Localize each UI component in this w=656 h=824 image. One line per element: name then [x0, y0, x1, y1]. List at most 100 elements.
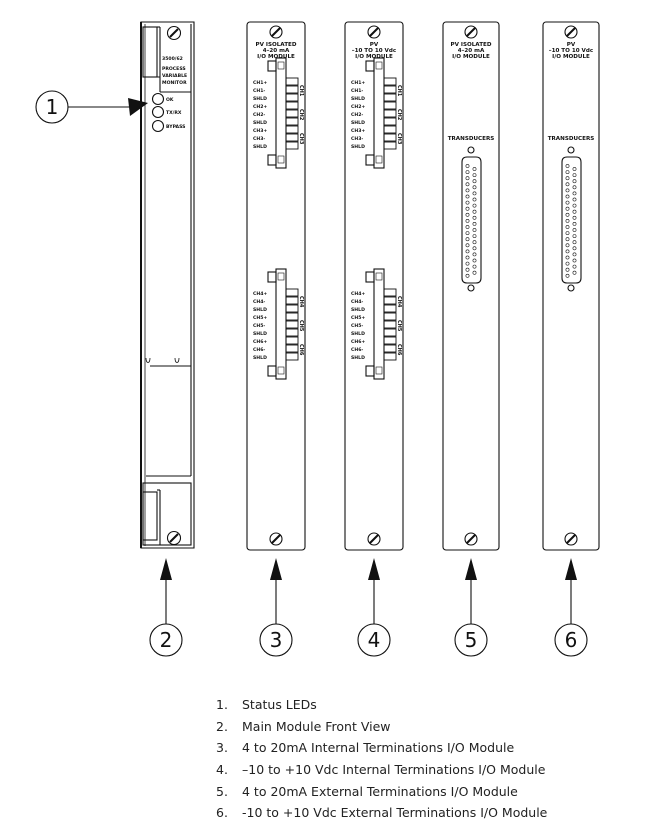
legend-number: 4. — [216, 762, 228, 778]
bypass-led — [151, 119, 165, 133]
module-diagram: 3500/62 PROCESS VARIABLE MONITOR OK TX/R… — [35, 21, 600, 657]
connector-pin — [472, 228, 477, 232]
module-4-pin: SHLD — [351, 120, 365, 126]
connector-pin — [565, 237, 570, 242]
module-4-pin: CH4- — [351, 299, 363, 305]
connector-pin — [572, 234, 577, 239]
connector-pin — [572, 215, 577, 220]
connector-pin — [472, 264, 477, 269]
legend-number: 5. — [216, 783, 228, 799]
module-4-pin: CH5- — [351, 323, 363, 329]
connector-pin — [572, 197, 577, 202]
module-6-header-3: I/O MODULE — [552, 54, 590, 60]
module-4-pin: CH1- — [351, 88, 363, 94]
callout-number-1: 1 — [46, 95, 59, 119]
connector-pin — [472, 215, 477, 220]
module-3-pin: SHLD — [253, 120, 267, 126]
main-module-title-1: PROCESS — [162, 66, 186, 72]
module-4-pin: CH2- — [351, 112, 363, 118]
connector-pin — [565, 267, 570, 272]
callout-number-2: 2 — [160, 628, 173, 652]
module-4-side: CH5 — [396, 320, 402, 332]
led-label-tx-rx: TX/RX — [166, 110, 182, 116]
connector-pin — [472, 173, 477, 178]
legend-text: Main Module Front View — [242, 718, 391, 734]
legend-item: 1. Status LEDs — [216, 694, 646, 716]
legend-text: -10 to +10 Vdc External Terminations I/O… — [242, 805, 548, 821]
connector-pin — [465, 182, 470, 187]
connector-pin — [472, 203, 477, 208]
connector-pin — [465, 176, 470, 181]
connector-pin — [472, 234, 477, 239]
connector-pin — [572, 173, 577, 178]
connector-pin — [472, 185, 477, 190]
legend-number: 3. — [216, 740, 228, 756]
connector-pin — [565, 200, 570, 205]
connector-pin — [565, 225, 570, 229]
module-5-header-3: I/O MODULE — [452, 54, 490, 60]
connector-pin — [472, 167, 477, 171]
connector-pin — [472, 246, 477, 251]
connector-pin — [465, 237, 470, 242]
module-4-header-2: –10 TO 10 Vdc — [352, 48, 396, 54]
transducer-connector — [461, 156, 482, 284]
callout-6 — [554, 558, 588, 657]
main-module-model: 3500/62 — [162, 56, 183, 62]
legend-item: 3. 4 to 20mA Internal Terminations I/O M… — [216, 737, 646, 759]
module-4-pin: SHLD — [351, 355, 365, 361]
connector-pin — [565, 231, 570, 236]
legend-text: –10 to +10 Vdc Internal Terminations I/O… — [242, 762, 546, 778]
connector-pin — [472, 221, 477, 226]
connector-pin — [572, 228, 577, 232]
module-4-pin: CH6- — [351, 347, 363, 353]
module-4-side: CH6 — [396, 344, 402, 356]
legend-item: 6. -10 to +10 Vdc External Terminations … — [216, 802, 646, 824]
legend-item: 4. –10 to +10 Vdc Internal Terminations … — [216, 759, 646, 781]
connector-pin — [465, 200, 470, 205]
connector-pin — [472, 270, 477, 275]
module-3-pin: CH3+ — [253, 128, 267, 134]
connector-pin — [565, 170, 570, 175]
module-4-pin: SHLD — [351, 307, 365, 313]
connector-pin — [572, 191, 577, 196]
module-4-pin: SHLD — [351, 331, 365, 337]
connector-pin — [565, 255, 570, 260]
module-3-pin: CH5+ — [253, 315, 267, 321]
led-label-bypass: BYPASS — [166, 124, 186, 130]
legend-text: Status LEDs — [242, 697, 317, 713]
module-3-pin: SHLD — [253, 331, 267, 337]
module-3-side: CH4 — [298, 296, 304, 308]
module-5-header-1: PV ISOLATED — [451, 42, 492, 48]
tx-rx-led — [151, 105, 165, 119]
connector-pin — [465, 206, 470, 211]
connector-pin — [565, 273, 570, 278]
module-3-pin: CH5- — [253, 323, 265, 329]
module-3-side: CH2 — [298, 109, 304, 121]
connector-pin — [472, 209, 477, 214]
connector-pin — [565, 176, 570, 181]
module-5-connector-label: TRANSDUCERS — [448, 136, 495, 142]
connector-pin — [465, 188, 470, 193]
callout-number-5: 5 — [465, 628, 478, 652]
module-3-pin: CH4+ — [253, 291, 267, 297]
ok-led — [151, 92, 165, 106]
connector-pin — [472, 240, 477, 245]
legend-item: 2. Main Module Front View — [216, 716, 646, 738]
connector-pin — [565, 182, 570, 187]
module-5-header-2: 4–20 mA — [458, 48, 485, 54]
module-3-header-2: 4–20 mA — [263, 48, 290, 54]
transducer-connector — [561, 156, 582, 284]
connector-pin — [472, 197, 477, 202]
module-4-pin: CH4+ — [351, 291, 365, 297]
callout-2 — [149, 558, 183, 657]
module-3-side: CH3 — [298, 133, 304, 145]
connector-pin — [465, 255, 470, 260]
connector-pin — [572, 258, 577, 263]
connector-pin — [565, 188, 570, 193]
connector-pin — [565, 249, 570, 254]
module-4-side: CH3 — [396, 133, 402, 145]
connector-pin — [572, 167, 577, 171]
module-4-header-3: I/O MODULE — [355, 54, 393, 60]
callout-number-6: 6 — [565, 628, 578, 652]
connector-pin — [465, 194, 470, 199]
